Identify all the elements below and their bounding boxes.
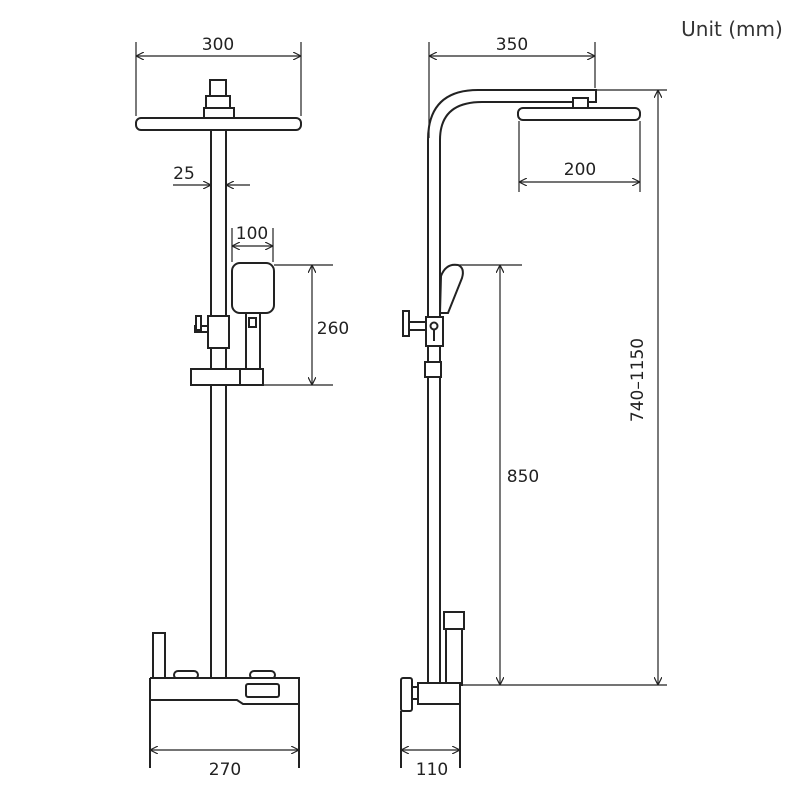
head-connector-mid [205,95,231,109]
dim-label-total-height: 740–1150 [628,338,648,422]
dim-label-270: 270 [209,760,241,780]
shower-pole [210,129,227,679]
spout-cap [443,611,465,630]
mixer-body [149,677,300,768]
valve-stem [408,321,427,331]
slider-side [424,361,442,378]
holder-cradle [239,368,264,386]
mixer-knob-side [400,677,413,712]
dim-label-260: 260 [317,319,349,339]
tub-spout-side [445,624,463,686]
dim-label-100: 100 [236,224,268,244]
head-connector-base [203,107,235,119]
dim-label-850: 850 [507,467,539,487]
rain-shower-head [135,117,302,131]
dim-label-300: 300 [202,35,234,55]
front-view: 300 25 100 260 270 [135,35,349,780]
dim-label-110: 110 [416,760,448,780]
head-connector-top [209,79,227,98]
shower-arm-pole [427,89,597,685]
valve-hole [429,321,439,331]
temperature-display [245,683,280,698]
unit-label: Unit (mm) [681,17,783,41]
dim-label-350: 350 [496,35,528,55]
diverter-valve [207,315,230,349]
rain-shower-head-side [517,107,641,121]
side-view: 350 200 740–1150 850 110 [400,35,667,780]
dim-label-200: 200 [564,160,596,180]
holder-bar [190,368,241,386]
hand-shower-side [438,263,464,314]
mixer-body-seam [150,699,299,705]
hand-shower [231,262,275,314]
valve-knob-side [402,310,410,337]
mixer-body-side [417,682,461,705]
handle-slot [248,317,257,328]
tub-spout [152,632,166,679]
head-connector [572,97,589,109]
valve-lever [195,315,202,331]
dim-label-25: 25 [173,164,195,184]
